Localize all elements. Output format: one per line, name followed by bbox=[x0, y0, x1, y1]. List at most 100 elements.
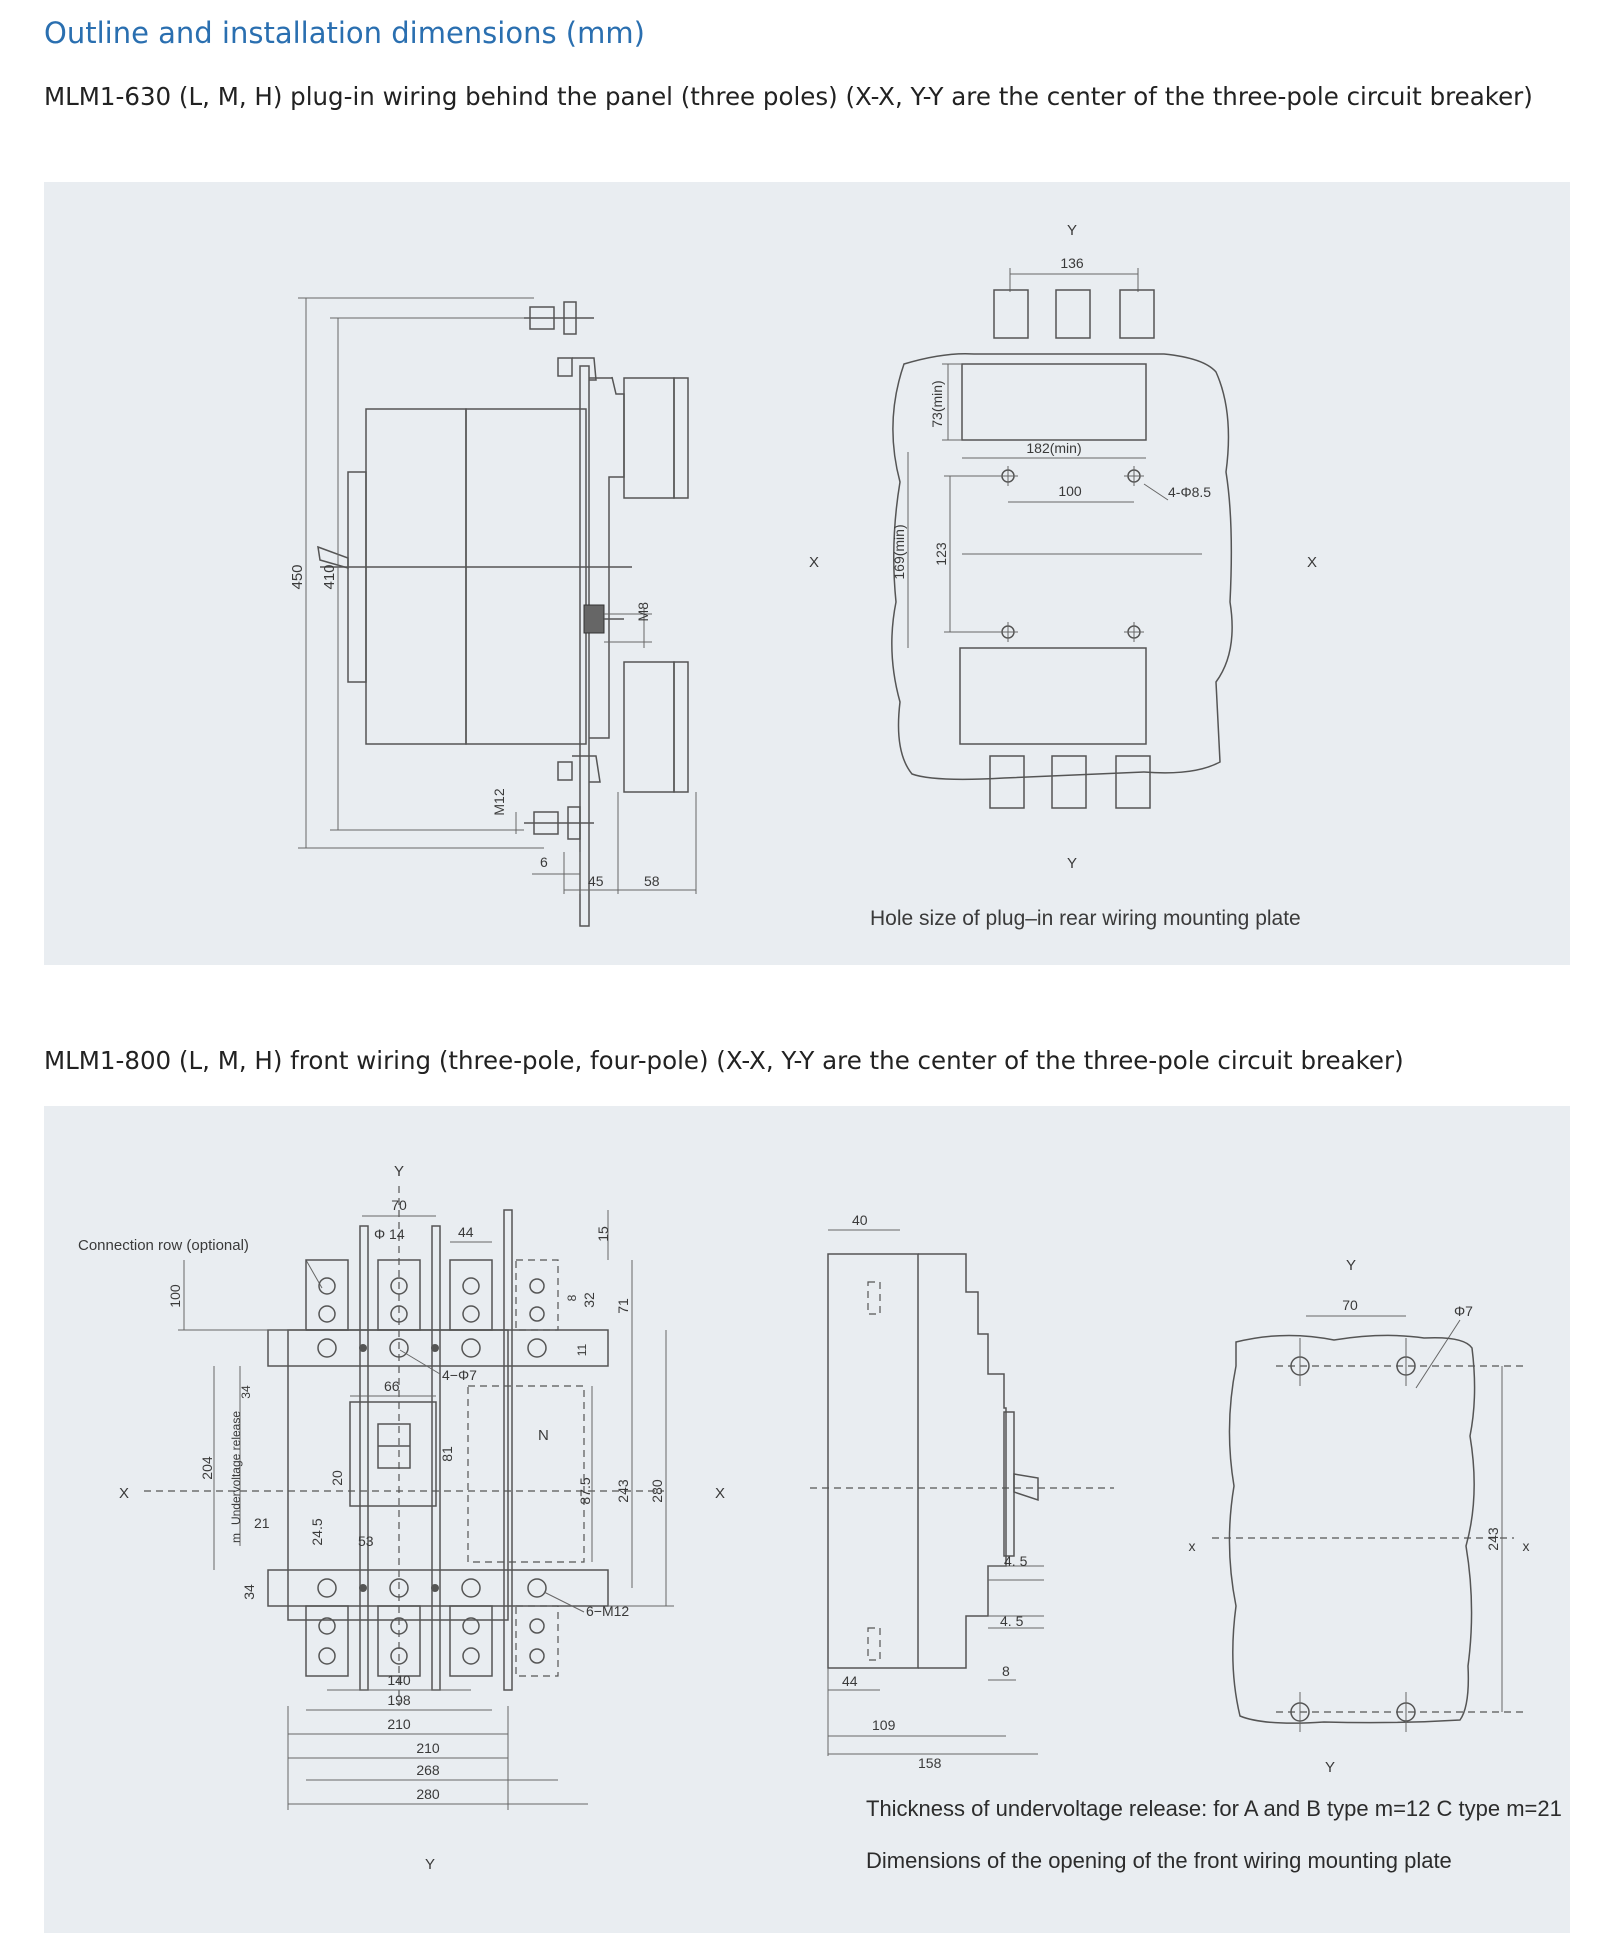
terminal-holes bbox=[317, 1277, 547, 1665]
dim-210-a: 210 bbox=[387, 1716, 411, 1732]
dim-71: 71 bbox=[615, 1298, 631, 1314]
dim-100: 100 bbox=[167, 1284, 183, 1308]
dim-15: 15 bbox=[595, 1226, 611, 1242]
dim-8: 8 bbox=[565, 1294, 579, 1301]
label-m: m bbox=[229, 1533, 243, 1543]
side-view-800: 40 4. 5 4. 5 8 44 109 158 bbox=[810, 1212, 1114, 1771]
section-1-title: MLM1-630 (L, M, H) plug-in wiring behind… bbox=[44, 82, 1533, 111]
drawing-630: M8 450 410 M12 6 45 58 bbox=[289, 222, 1317, 930]
body-front bbox=[365, 408, 467, 745]
n-pole-outline bbox=[467, 1385, 585, 1563]
dim-holes-top: 4−Φ7 bbox=[442, 1367, 477, 1383]
axis-y-top: Y bbox=[1067, 222, 1077, 239]
top-terminal-2 bbox=[1055, 289, 1091, 339]
dim-136: 136 bbox=[1060, 255, 1084, 271]
conn-row-b2 bbox=[377, 1605, 421, 1677]
bottom-terminal-1 bbox=[989, 755, 1025, 809]
section-2-title: MLM1-800 (L, M, H) front wiring (three-p… bbox=[44, 1046, 1404, 1075]
note-opening: Dimensions of the opening of the front w… bbox=[866, 1848, 1452, 1873]
dim-123: 123 bbox=[933, 542, 949, 566]
note-undervoltage: Thickness of undervoltage release: for A… bbox=[866, 1796, 1562, 1821]
rear-housing bbox=[589, 376, 625, 739]
dim-34b: 34 bbox=[241, 1584, 257, 1600]
dim-109: 109 bbox=[872, 1717, 896, 1733]
rear-block-top-cap bbox=[673, 377, 689, 499]
conn-row-n bbox=[515, 1259, 559, 1331]
top-terminal-1 bbox=[993, 289, 1029, 339]
dim-450: 450 bbox=[289, 564, 306, 589]
dim-70-plate: 70 bbox=[1342, 1297, 1358, 1313]
dim-81: 81 bbox=[439, 1446, 455, 1462]
axis-x-right: x bbox=[1523, 1538, 1530, 1554]
m8-insert bbox=[583, 604, 605, 634]
dim-holes-8-5: 4-Φ8.5 bbox=[1168, 484, 1211, 500]
dim-243: 243 bbox=[615, 1479, 631, 1503]
dim-73min: 73(min) bbox=[929, 380, 945, 427]
dim-4-5-a: 4. 5 bbox=[1004, 1553, 1028, 1569]
dim-8-side: 8 bbox=[1002, 1663, 1010, 1679]
dim-11: 11 bbox=[575, 1343, 589, 1356]
label-uv-release: Undervoltage release bbox=[229, 1411, 243, 1525]
axis-x-right: X bbox=[715, 1485, 725, 1502]
plate-outline-800 bbox=[1228, 1334, 1476, 1724]
plate-outline bbox=[891, 352, 1233, 781]
bar-3 bbox=[503, 1209, 513, 1691]
axis-x-left: x bbox=[1189, 1538, 1196, 1554]
axis-y-bottom: Y bbox=[425, 1856, 435, 1873]
axis-y-bottom: Y bbox=[1325, 1759, 1335, 1776]
side-base bbox=[827, 1253, 919, 1669]
top-terminal-3 bbox=[1119, 289, 1155, 339]
dim-m8: M8 bbox=[635, 602, 651, 622]
dim-32: 32 bbox=[581, 1292, 597, 1308]
top-terminal-bolt bbox=[557, 357, 573, 377]
axis-y-top: Y bbox=[1346, 1257, 1356, 1274]
plate-view-800: Y Y x x 70 Φ7 243 bbox=[1189, 1257, 1530, 1776]
label-connection-row: Connection row (optional) bbox=[78, 1237, 249, 1254]
dim-40: 40 bbox=[852, 1212, 868, 1228]
dim-phi14: Φ 14 bbox=[374, 1226, 405, 1242]
dim-58: 58 bbox=[644, 873, 660, 889]
conn-row-b1 bbox=[305, 1605, 349, 1677]
dim-243-plate: 243 bbox=[1485, 1527, 1501, 1551]
rear-block-top bbox=[623, 377, 675, 499]
conn-row-b3 bbox=[449, 1605, 493, 1677]
rear-block-bottom-cap bbox=[673, 661, 689, 793]
conn-row-bn bbox=[515, 1605, 559, 1677]
dim-44-side: 44 bbox=[842, 1673, 858, 1689]
conn-row-3 bbox=[449, 1259, 493, 1331]
dim-21: 21 bbox=[254, 1515, 270, 1531]
dim-410: 410 bbox=[321, 564, 338, 589]
dim-66: 66 bbox=[384, 1378, 400, 1394]
dim-20: 20 bbox=[329, 1470, 345, 1486]
bottom-opening bbox=[959, 647, 1147, 745]
dim-210-b: 210 bbox=[416, 1740, 440, 1756]
dim-280-h: 280 bbox=[416, 1786, 440, 1802]
page-title: Outline and installation dimensions (mm) bbox=[44, 16, 645, 50]
dim-34a: 34 bbox=[239, 1385, 253, 1399]
dim-4-5-b: 4. 5 bbox=[1000, 1613, 1024, 1629]
side-view-630: M8 450 410 M12 6 45 58 bbox=[289, 297, 697, 927]
top-opening bbox=[961, 363, 1147, 441]
side-body bbox=[918, 1253, 1007, 1669]
dim-158: 158 bbox=[918, 1755, 942, 1771]
bottom-terminal-3 bbox=[1115, 755, 1151, 809]
bottom-terminal-bar bbox=[267, 1569, 609, 1607]
dim-204: 204 bbox=[199, 1456, 215, 1480]
bottom-terminal-2 bbox=[1051, 755, 1087, 809]
drawing-800: Y Y X X Connection row (optional) bbox=[78, 1163, 1562, 1873]
plate-view-630: Y Y X X 136 73(min) 182(min) bbox=[809, 222, 1317, 930]
axis-x-left: X bbox=[809, 554, 819, 571]
conn-row-1 bbox=[305, 1259, 349, 1331]
plate-caption-630: Hole size of plug–in rear wiring mountin… bbox=[870, 907, 1301, 930]
dim-140: 140 bbox=[387, 1672, 411, 1688]
side-handle bbox=[1013, 1473, 1039, 1502]
bottom-terminal-bolt bbox=[557, 761, 573, 781]
rear-block-bottom bbox=[623, 661, 675, 793]
dim-70: 70 bbox=[391, 1197, 407, 1213]
label-n: N bbox=[538, 1427, 549, 1444]
diagram-panel-630: M8 450 410 M12 6 45 58 bbox=[44, 182, 1570, 965]
dim-100: 100 bbox=[1058, 483, 1082, 499]
mounting-plate bbox=[579, 365, 590, 927]
axis-y-top: Y bbox=[394, 1163, 404, 1180]
dim-280-v: 280 bbox=[649, 1479, 665, 1503]
